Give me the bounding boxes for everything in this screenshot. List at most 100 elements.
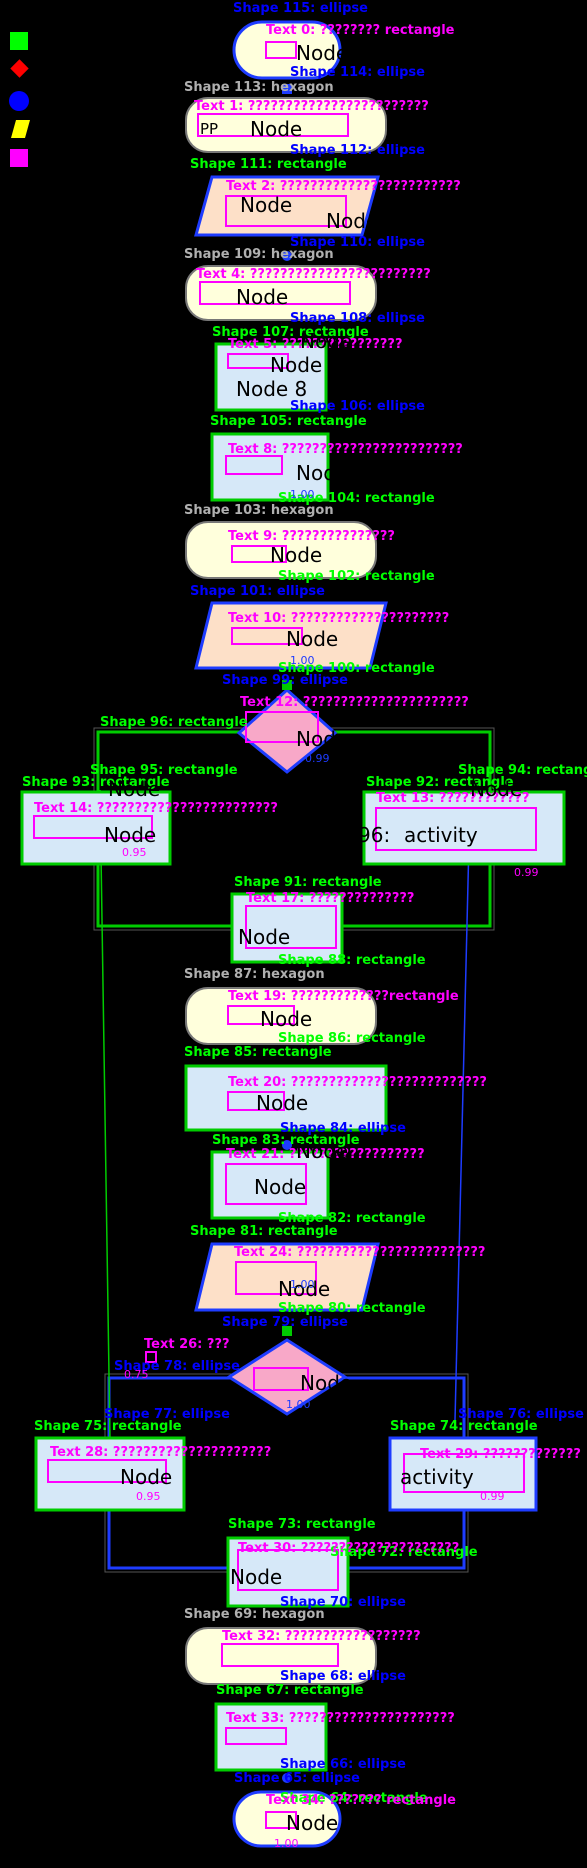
legend: [9, 32, 30, 167]
shape-label: Shape 92: rectangle: [366, 775, 514, 790]
text-box: [403, 1453, 525, 1493]
node-label: Node: [256, 1091, 308, 1115]
shape-label: Shape 88: rectangle: [278, 953, 426, 968]
shape-label: Shape 94: rectangle: [458, 763, 587, 778]
shape-label: Shape 65: ellipse: [234, 1771, 360, 1786]
text-box: [227, 1005, 295, 1025]
shape-101-parallelogram[interactable]: [194, 601, 388, 670]
side-label-96: 96:: [358, 823, 390, 847]
shape-67-rectangle[interactable]: [214, 1702, 328, 1772]
shape-103-terminal[interactable]: [185, 521, 377, 579]
shape-label: Shape 109: hexagon: [184, 247, 334, 262]
text-label: Text 8: ????????????????????????: [228, 442, 463, 457]
text-label: Text 9: ???????????????: [228, 529, 395, 544]
text-label: Text 21: ??????????????????: [226, 1147, 425, 1162]
text-label: Text 34: ??????? rectangle: [266, 1793, 456, 1808]
confidence-score: 0.99: [305, 752, 330, 765]
node-label: Node: [278, 1277, 330, 1301]
text-label: Text 13: ????????????: [376, 791, 529, 806]
shape-115-terminal[interactable]: [232, 20, 342, 80]
side-label-pp: PP: [200, 120, 218, 138]
text-box: [253, 1367, 309, 1391]
text-box: [231, 545, 287, 563]
node-label: Node: [470, 777, 522, 801]
text-labels: Text 0: ???????? rectangle Text 1: ?????…: [34, 23, 581, 1808]
confidence-score: 0.75: [124, 1368, 149, 1381]
shape-65-terminal[interactable]: [232, 1790, 342, 1848]
shape-label: Shape 72: rectangle: [330, 1545, 478, 1560]
text-box: [375, 807, 537, 851]
shape-label: Shape 112: ellipse: [290, 143, 425, 158]
node-label: Node: [270, 353, 322, 377]
text-box: [225, 455, 283, 475]
shape-113-terminal[interactable]: [185, 97, 387, 153]
shape-85-rectangle[interactable]: [184, 1064, 388, 1132]
shape-label: Shape 114: ellipse: [290, 65, 425, 80]
node-labels: Node Node Node Node Node Node Node Node …: [104, 41, 522, 1835]
junction-dot: [282, 680, 292, 690]
shape-111-parallelogram[interactable]: [194, 175, 380, 237]
confidence-score: 1.00: [286, 1398, 311, 1411]
text-label: Text 2: ????????????????????????: [226, 179, 461, 194]
shape-93-rectangle[interactable]: [20, 790, 172, 866]
shape-87-terminal[interactable]: [185, 987, 377, 1045]
shape-label: Shape 102: rectangle: [278, 569, 435, 584]
text-box: [227, 1091, 285, 1111]
shape-label: Shape 70: ellipse: [280, 1595, 406, 1610]
text-label: Text 30: ?????????????????????: [238, 1541, 459, 1556]
shape-label: Shape 100: rectangle: [278, 661, 435, 676]
text-label: Text 0: ???????? rectangle: [266, 23, 455, 38]
shape-label: Shape 64: rectangle: [280, 1791, 428, 1806]
text-box: [33, 815, 153, 839]
text-label: Text 14: ????????????????????????: [34, 801, 278, 816]
shape-label: Shape 76: ellipse: [458, 1407, 584, 1422]
shape-69-terminal[interactable]: [185, 1627, 377, 1685]
edge-h: [286, 689, 421, 761]
confidence-score: 1.00: [290, 1278, 315, 1291]
shape-label: Shape 95: rectangle: [90, 763, 238, 778]
legend-rectangle-swatch: [10, 32, 28, 50]
node-label: Node: [296, 41, 348, 65]
text-box: [225, 1727, 287, 1745]
shape-label: Shape 101: ellipse: [190, 584, 325, 599]
text-box: [225, 195, 347, 227]
shape-label: Shape 99: ellipse: [222, 673, 348, 688]
shape-75-rectangle[interactable]: [34, 1436, 186, 1512]
node-label: Node: [120, 1465, 172, 1489]
text-box: [265, 41, 297, 59]
confidence-score: 1.00: [290, 654, 315, 667]
node-label: Node: [240, 193, 292, 217]
shape-74-rectangle[interactable]: [388, 1436, 538, 1512]
shape-105-rectangle[interactable]: [210, 432, 330, 502]
node-label: Node: [108, 777, 160, 801]
side-label-activity: activity: [400, 1465, 474, 1489]
shape-labels: Shape 115: ellipse Shape 114: ellipse Sh…: [22, 1, 587, 1806]
text-box: [231, 627, 303, 645]
confidence-score: 0.95: [136, 1490, 161, 1503]
text-box: [197, 113, 349, 137]
shape-109-terminal[interactable]: [185, 265, 377, 321]
node-label: Node: [286, 627, 338, 651]
text-label: Text 26: ???: [144, 1337, 230, 1352]
shape-label: Shape 108: ellipse: [290, 311, 425, 326]
shape-label: Shape 96: rectangle: [100, 715, 248, 730]
shape-92-rectangle[interactable]: [362, 790, 566, 866]
junction-dot: [282, 84, 292, 94]
shape-label: Shape 105: rectangle: [210, 414, 367, 429]
long-green-connector: [99, 789, 111, 1441]
shape-79-diamond[interactable]: [226, 1338, 348, 1416]
shape-label: Shape 67: rectangle: [216, 1683, 364, 1698]
shape-label: Shape 77: ellipse: [104, 1407, 230, 1422]
shape-label: Shape 84: ellipse: [280, 1121, 406, 1136]
shape-label: Shape 78: ellipse: [114, 1359, 240, 1374]
text-box: [47, 1459, 167, 1483]
legend-diamond-swatch: [10, 59, 29, 78]
shape-label: Shape 93: rectangle: [22, 775, 170, 790]
text-label: Text 32: ??????????????????: [222, 1629, 421, 1644]
junction-dots: [282, 84, 292, 1783]
shape-label: Shape 74: rectangle: [390, 1419, 538, 1434]
side-label-node8: Node 8: [236, 377, 307, 401]
node-label: Node: [300, 329, 352, 353]
shape-label: Shape 75: rectangle: [34, 1419, 182, 1434]
